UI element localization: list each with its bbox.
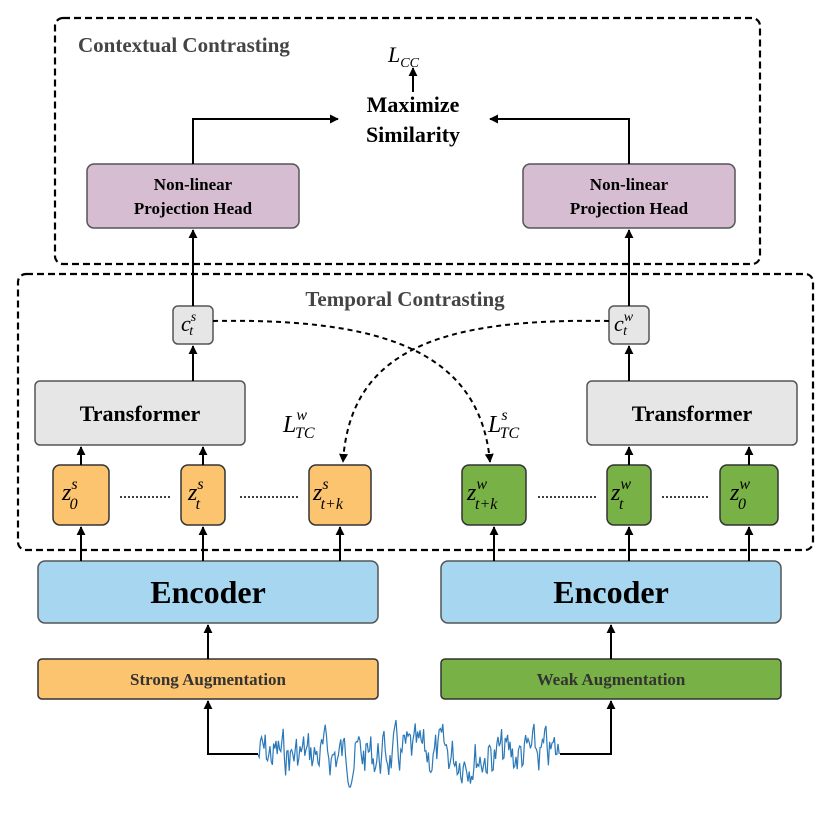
proj-left-line2: Projection Head <box>134 199 253 218</box>
strong-augmentation-box: Strong Augmentation <box>37 658 379 700</box>
svg-text:zwt: zwt <box>610 476 631 513</box>
weak-augmentation-box: Weak Augmentation <box>440 658 782 700</box>
proj-right-line1: Non-linear <box>590 175 669 194</box>
proj-left-line1: Non-linear <box>154 175 233 194</box>
loss-cc-label: LCC <box>387 42 420 71</box>
svg-text:Encoder: Encoder <box>150 574 266 610</box>
input-time-series-signal <box>257 719 560 788</box>
projection-head-right: Non-linear Projection Head <box>522 163 736 229</box>
maximize-line1: Maximize <box>367 92 460 117</box>
ctx-w-to-z-s-tk-dashed-arrow <box>339 319 610 463</box>
projection-head-left: Non-linear Projection Head <box>86 163 300 229</box>
transformer-right: Transformer <box>586 380 798 446</box>
encoder-right: Encoder <box>440 560 782 624</box>
svg-text:Transformer: Transformer <box>80 401 201 426</box>
maximize-line2: Similarity <box>366 122 460 147</box>
temporal-contrasting-region <box>16 272 815 552</box>
svg-text:zs0: zs0 <box>61 476 78 513</box>
svg-text:Transformer: Transformer <box>632 401 753 426</box>
svg-text:cwt: cwt <box>614 310 634 339</box>
proj-right-to-maximize-arrow <box>489 114 630 164</box>
encoder-left: Encoder <box>37 560 379 624</box>
transformer-left: Transformer <box>34 380 246 446</box>
svg-text:cst: cst <box>181 310 197 339</box>
contextual-contrasting-region <box>53 16 762 266</box>
svg-text:zst: zst <box>187 476 204 513</box>
svg-text:Weak Augmentation: Weak Augmentation <box>537 670 686 689</box>
contextual-contrasting-title: Contextual Contrasting <box>78 33 290 57</box>
signal-to-weak-arrow <box>560 700 616 755</box>
svg-text:Encoder: Encoder <box>553 574 669 610</box>
ctx-s-to-z-w-tk-dashed-arrow <box>212 319 494 463</box>
signal-to-strong-arrow <box>203 700 258 755</box>
proj-right-line2: Projection Head <box>570 199 689 218</box>
temporal-contrasting-title: Temporal Contrasting <box>305 287 505 311</box>
proj-left-to-maximize-arrow <box>192 114 339 164</box>
svg-text:Strong Augmentation: Strong Augmentation <box>130 670 287 689</box>
svg-text:zwt+k: zwt+k <box>466 476 498 513</box>
svg-text:zst+k: zst+k <box>312 476 344 513</box>
svg-text:zw0: zw0 <box>729 476 750 513</box>
